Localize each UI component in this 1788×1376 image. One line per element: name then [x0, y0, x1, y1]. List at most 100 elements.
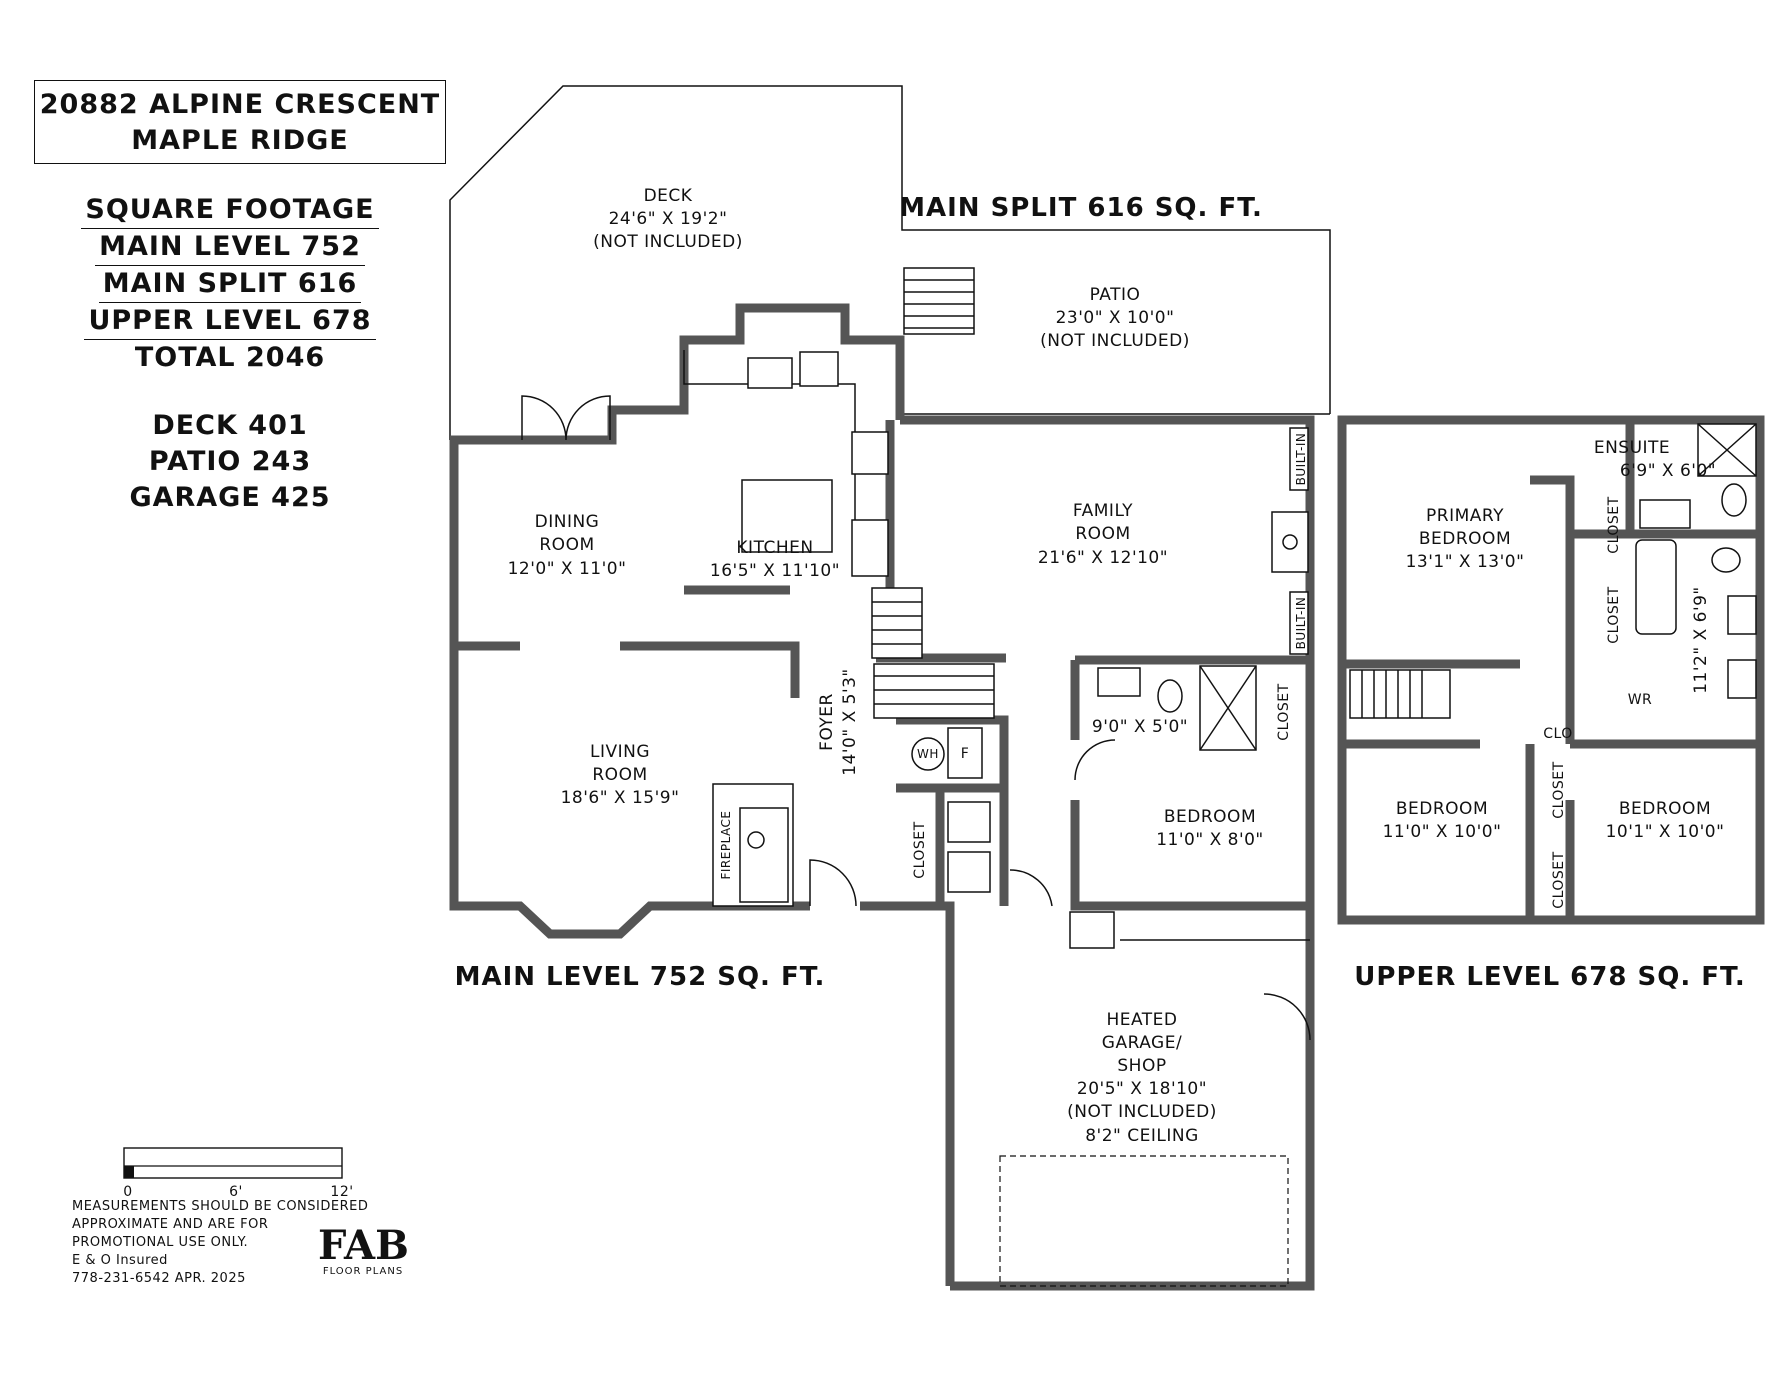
bathtub	[1635, 539, 1677, 635]
dining-name2: ROOM	[539, 535, 594, 555]
summary-deck: DECK 401	[152, 410, 308, 441]
main-level-walls	[449, 303, 1315, 1291]
bedroom-main-dims: 11'0" X 8'0"	[1156, 830, 1264, 850]
ensuite-sink	[1639, 499, 1691, 529]
deck-name: DECK	[644, 186, 693, 206]
deck-note: (NOT INCLUDED)	[593, 232, 743, 252]
closet-main-bedroom: CLOSET	[1276, 683, 1292, 740]
family-built-ins	[1271, 427, 1309, 655]
closet-primary-1: CLOSET	[1606, 496, 1622, 553]
furnace-icon	[947, 727, 983, 779]
address-box: 20882 ALPINE CRESCENT MAPLE RIDGE	[34, 80, 446, 164]
disclaimer-line1: MEASUREMENTS SHOULD BE CONSIDERED	[72, 1199, 369, 1214]
closet-up-right: CLOSET	[1551, 851, 1567, 908]
bath-sink	[1097, 667, 1141, 697]
closet-up-left: CLOSET	[1551, 761, 1567, 818]
main-stairs	[871, 587, 995, 719]
patio-dims: 23'0" X 10'0"	[1056, 308, 1175, 328]
kitchen-name: KITCHEN	[736, 538, 813, 558]
toilet-icon	[1157, 679, 1183, 713]
garage-sink	[1069, 911, 1115, 949]
upper-stairs	[1349, 669, 1451, 719]
address-line1: 20882 ALPINE CRESCENT	[39, 89, 441, 120]
water-heater-icon	[911, 737, 945, 771]
ensuite-toilet-icon	[1721, 483, 1747, 517]
dining-french-doors	[521, 395, 611, 441]
upper-sink-1	[1727, 595, 1757, 635]
garage-door-dashed	[999, 1155, 1289, 1287]
summary-main-level: MAIN LEVEL 752	[95, 229, 365, 266]
closet-foyer: CLOSET	[912, 821, 928, 878]
primary-name1: PRIMARY	[1426, 506, 1504, 526]
garage-side-door-swing	[1263, 993, 1311, 1041]
upper-level-walls	[1337, 415, 1765, 925]
dining-dims: 12'0" X 11'0"	[508, 559, 627, 579]
mechanical-room	[911, 727, 991, 893]
built-in-lower: BUILT-IN	[1294, 597, 1308, 650]
bedroom-main-name: BEDROOM	[1164, 807, 1256, 827]
main-bath-fixtures	[1074, 665, 1257, 781]
title-main-level: MAIN LEVEL 752 SQ. FT.	[455, 962, 826, 992]
deck-dims: 24'6" X 19'2"	[609, 209, 728, 229]
closet-primary-2: CLOSET	[1606, 586, 1622, 643]
upper-bath-fixtures	[1635, 539, 1757, 699]
ensuite-name: ENSUITE	[1594, 438, 1670, 458]
fridge	[851, 519, 889, 577]
kitchen-dims: 16'5" X 11'10"	[710, 561, 840, 581]
family-name1: FAMILY	[1073, 501, 1133, 521]
summary-heading: SQUARE FOOTAGE	[81, 192, 379, 229]
disclaimer-line4: E & O Insured	[72, 1253, 168, 1268]
kitchen-counters	[683, 350, 889, 577]
garage-ceiling: 8'2" CEILING	[1085, 1126, 1199, 1146]
foyer-name: FOYER	[817, 693, 837, 751]
exterior-summary: DECK 401 PATIO 243 GARAGE 425	[60, 408, 400, 516]
clo-linen: CLO	[1543, 726, 1573, 742]
wr-label: WR	[1628, 692, 1653, 708]
washer-icon	[947, 801, 991, 843]
fab-logo: FAB FLOOR PLANS	[318, 1222, 409, 1278]
title-upper-level: UPPER LEVEL 678 SQ. FT.	[1354, 962, 1745, 992]
water-heater-label: WH	[917, 747, 939, 761]
address-line2: MAPLE RIDGE	[131, 125, 349, 156]
kitchen-island	[741, 479, 833, 553]
upper-toilet-icon	[1711, 547, 1741, 573]
built-in-upper: BUILT-IN	[1294, 433, 1308, 486]
fireplace	[712, 783, 794, 907]
family-fireplace	[1271, 511, 1309, 573]
garage-dims: 20'5" X 18'10"	[1077, 1079, 1207, 1099]
summary-total: TOTAL 2046	[134, 342, 326, 373]
patio-name: PATIO	[1090, 285, 1141, 305]
foyer-dims: 14'0" X 5'3"	[840, 668, 860, 776]
kitchen-sink	[747, 357, 793, 389]
garage-name1: HEATED	[1106, 1010, 1177, 1030]
deck-outline	[449, 85, 1331, 440]
upper-bath-dims: 11'2" X 6'9"	[1691, 586, 1711, 694]
patio-note: (NOT INCLUDED)	[1040, 331, 1190, 351]
primary-dims: 13'1" X 13'0"	[1406, 552, 1525, 572]
title-main-split: MAIN SPLIT 616 SQ. FT.	[899, 193, 1263, 223]
logo-mark: FAB	[318, 1222, 409, 1269]
primary-name2: BEDROOM	[1419, 529, 1511, 549]
family-name2: ROOM	[1075, 524, 1130, 544]
scale-tick-0: 0	[123, 1184, 132, 1200]
family-dims: 21'6" X 12'10"	[1038, 548, 1168, 568]
scale-bar	[123, 1147, 343, 1179]
logo-sub: FLOOR PLANS	[322, 1266, 404, 1277]
front-door-swing	[809, 859, 857, 907]
garage-entry-door-swing	[1009, 869, 1053, 907]
dining-name1: DINING	[535, 512, 600, 532]
bath-door-swing	[1074, 739, 1116, 781]
dishwasher	[799, 351, 839, 387]
bedroom-up-left-dims: 11'0" X 10'0"	[1383, 822, 1502, 842]
deck-stairs	[903, 267, 975, 335]
disclaimer-line2: APPROXIMATE AND ARE FOR	[72, 1217, 269, 1232]
summary-garage: GARAGE 425	[129, 482, 331, 513]
garage	[999, 911, 1311, 1287]
garage-note: (NOT INCLUDED)	[1067, 1102, 1217, 1122]
fireplace-label: FIREPLACE	[719, 810, 733, 879]
living-dims: 18'6" X 15'9"	[561, 788, 680, 808]
disclaimer-line3: PROMOTIONAL USE ONLY.	[72, 1235, 249, 1250]
summary-patio: PATIO 243	[148, 446, 312, 477]
living-name2: ROOM	[592, 765, 647, 785]
